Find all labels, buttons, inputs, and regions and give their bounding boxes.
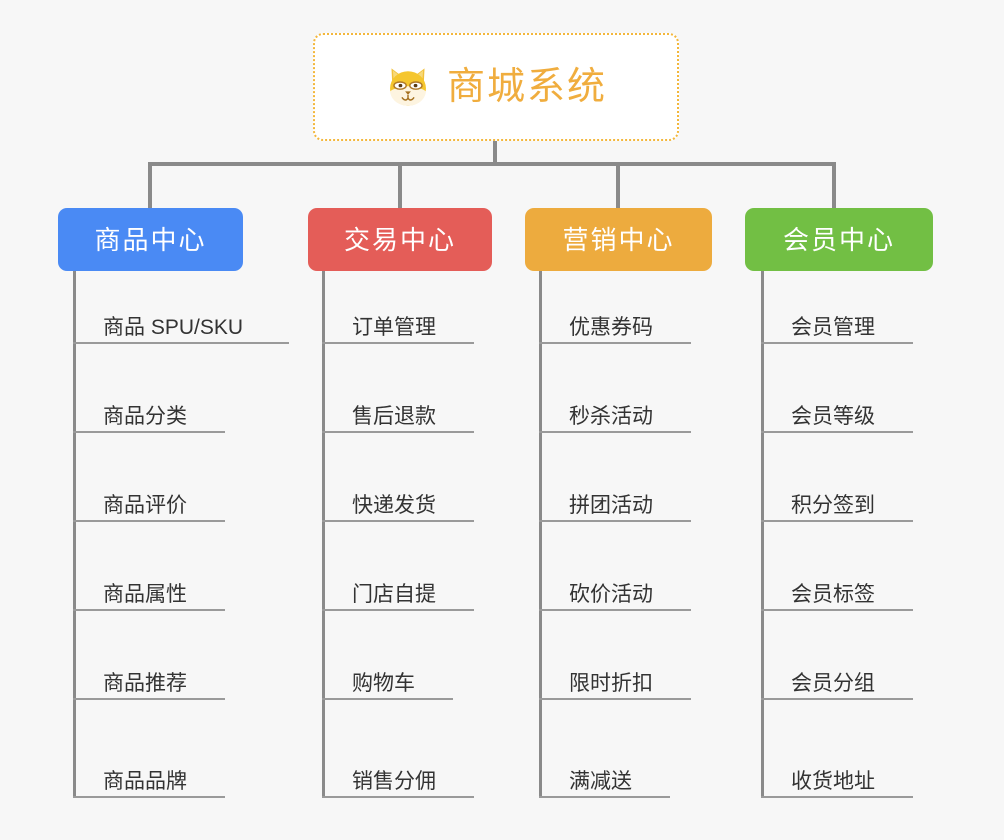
leaf-label: 商品评价	[103, 494, 187, 517]
leaf-label: 会员等级	[791, 405, 875, 428]
leaf-label: 订单管理	[352, 316, 436, 339]
leaf-underline	[322, 520, 474, 522]
leaf-underline	[322, 609, 474, 611]
leaf-label: 积分签到	[791, 494, 875, 517]
leaf-label: 门店自提	[352, 583, 436, 606]
leaf-label: 秒杀活动	[569, 405, 653, 428]
category-box-product-center[interactable]: 商品中心	[58, 208, 243, 271]
root-node-label: 商城系统	[446, 66, 607, 108]
leaf-label: 会员管理	[791, 316, 875, 339]
leaf-underline	[322, 698, 453, 700]
category-label: 交易中心	[343, 224, 456, 255]
leaf-label: 销售分佣	[352, 770, 436, 793]
leaf-underline	[322, 431, 474, 433]
leaf-underline	[73, 609, 225, 611]
leaf-label: 商品品牌	[103, 770, 187, 793]
leaf-label: 会员标签	[791, 583, 875, 606]
connector-drop-1	[148, 162, 152, 208]
leaf-label: 购物车	[352, 672, 415, 695]
connector-horizontal-bus	[148, 162, 836, 166]
leaf-label: 商品属性	[103, 583, 187, 606]
leaf-underline	[73, 342, 289, 344]
leaf-label: 快递发货	[352, 494, 436, 517]
connector-drop-4	[832, 162, 836, 208]
leaf-label: 会员分组	[791, 672, 875, 695]
leaf-underline	[539, 698, 691, 700]
leaf-label: 售后退款	[352, 405, 436, 428]
leaf-underline	[761, 520, 913, 522]
leaf-underline	[539, 342, 691, 344]
leaf-label: 商品推荐	[103, 672, 187, 695]
leaf-label: 商品 SPU/SKU	[103, 316, 244, 339]
category-label: 营销中心	[562, 224, 675, 255]
leaf-label: 收货地址	[791, 770, 875, 793]
connector-drop-2	[398, 162, 402, 208]
category-box-marketing-center[interactable]: 营销中心	[525, 208, 712, 271]
leaf-underline	[761, 698, 913, 700]
leaf-underline	[322, 796, 474, 798]
leaf-underline	[73, 698, 225, 700]
connector-drop-3	[616, 162, 620, 208]
shiba-dog-icon	[390, 68, 426, 106]
leaf-underline	[73, 520, 225, 522]
leaf-underline	[761, 342, 913, 344]
branch-trunk	[322, 271, 325, 798]
leaf-label: 砍价活动	[569, 583, 653, 606]
category-label: 会员中心	[782, 224, 895, 255]
leaf-underline	[761, 431, 913, 433]
leaf-label: 拼团活动	[569, 494, 653, 517]
root-node[interactable]: 商城系统	[313, 33, 679, 141]
leaf-label: 满减送	[569, 770, 632, 793]
connector-root-stem	[493, 141, 497, 164]
leaf-label: 优惠券码	[569, 316, 653, 339]
leaf-label: 商品分类	[103, 405, 187, 428]
leaf-underline	[539, 520, 691, 522]
leaf-underline	[761, 609, 913, 611]
category-label: 商品中心	[94, 224, 207, 255]
leaf-underline	[539, 609, 691, 611]
leaf-underline	[73, 796, 225, 798]
leaf-underline	[73, 431, 225, 433]
leaf-underline	[539, 431, 691, 433]
branch-trunk	[761, 271, 764, 798]
leaf-underline	[539, 796, 670, 798]
branch-trunk	[539, 271, 542, 798]
branch-trunk	[73, 271, 76, 798]
category-box-trade-center[interactable]: 交易中心	[308, 208, 492, 271]
leaf-underline	[322, 342, 474, 344]
leaf-underline	[761, 796, 913, 798]
category-box-member-center[interactable]: 会员中心	[745, 208, 933, 271]
leaf-label: 限时折扣	[569, 672, 653, 695]
